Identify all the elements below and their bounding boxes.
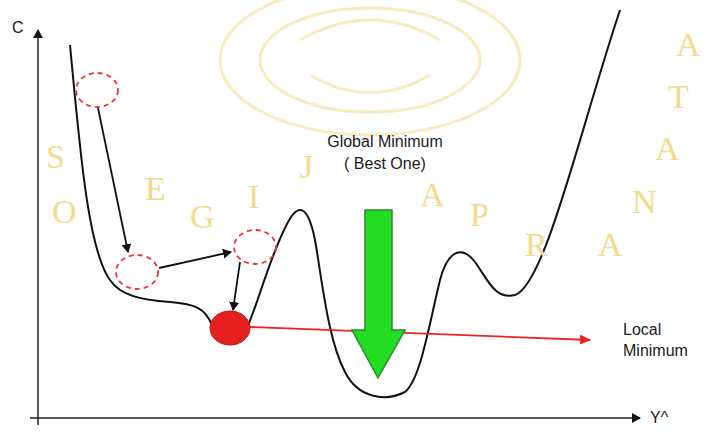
y-axis: [37, 30, 39, 425]
watermark-letter: R: [525, 228, 548, 262]
watermark-letter: G: [190, 200, 215, 234]
watermark-letter: N: [632, 185, 657, 219]
watermark-letter: J: [300, 150, 313, 184]
annotation-text: Minimum: [623, 341, 688, 360]
watermark-seal: [220, 0, 520, 135]
watermark-letter: O: [52, 195, 77, 229]
watermark-letter: A: [598, 228, 623, 262]
cost-curve: [70, 10, 620, 397]
watermark-letter: E: [145, 172, 166, 206]
watermark-letter: S: [46, 140, 65, 174]
watermark-letter: A: [676, 28, 701, 62]
watermark-letter: T: [668, 80, 689, 114]
annotation-text: ( Best One): [344, 154, 426, 173]
local-minimum-ball: [210, 311, 250, 345]
step-arrow: [233, 262, 240, 310]
axis-label: C: [12, 18, 24, 37]
step-position: [234, 230, 276, 264]
watermark-letter: P: [470, 198, 489, 232]
x-axis: [30, 417, 640, 419]
axis-label: Y^: [650, 408, 668, 427]
step-arrow: [98, 108, 128, 252]
watermark-letter: A: [655, 132, 680, 166]
watermark-letter: A: [420, 178, 445, 212]
annotation-text: Local: [623, 320, 661, 339]
global-minimum-arrow: [352, 210, 405, 378]
annotation-text: Global Minimum: [327, 132, 443, 151]
pointer-arrow: [250, 327, 590, 340]
step-arrow: [159, 252, 231, 268]
step-position: [76, 73, 118, 107]
watermark-letter: I: [248, 180, 259, 214]
step-position: [116, 255, 158, 289]
